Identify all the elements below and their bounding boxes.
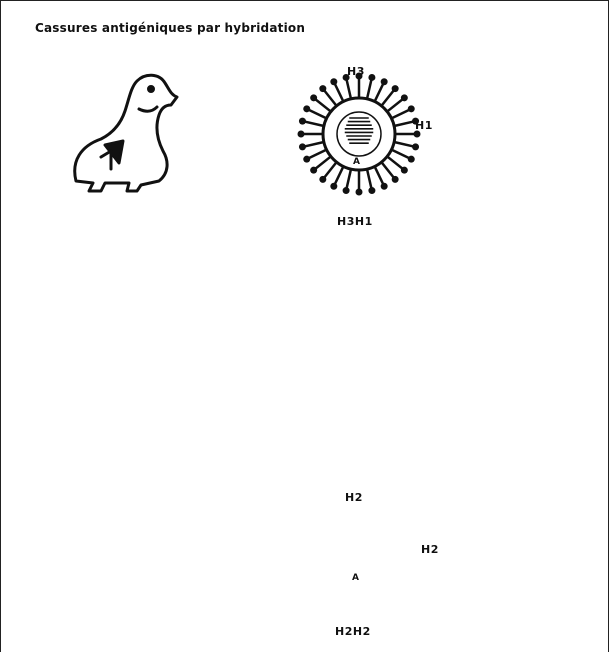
virus-bottom-core-label: A (352, 573, 359, 583)
virus-icon (298, 73, 421, 196)
virus-top-strain: H3H1 (337, 215, 373, 228)
virus-top-label-h3: H3 (347, 65, 365, 78)
duck-icon (75, 75, 177, 191)
virus-bottom-label-top: H2 (345, 491, 363, 504)
virus-top-core-label: A (353, 157, 360, 167)
virus-bottom-label-side: H2 (421, 543, 439, 556)
virus-top-label-h1: H1 (415, 119, 433, 132)
virus-bottom-strain: H2H2 (335, 625, 371, 638)
